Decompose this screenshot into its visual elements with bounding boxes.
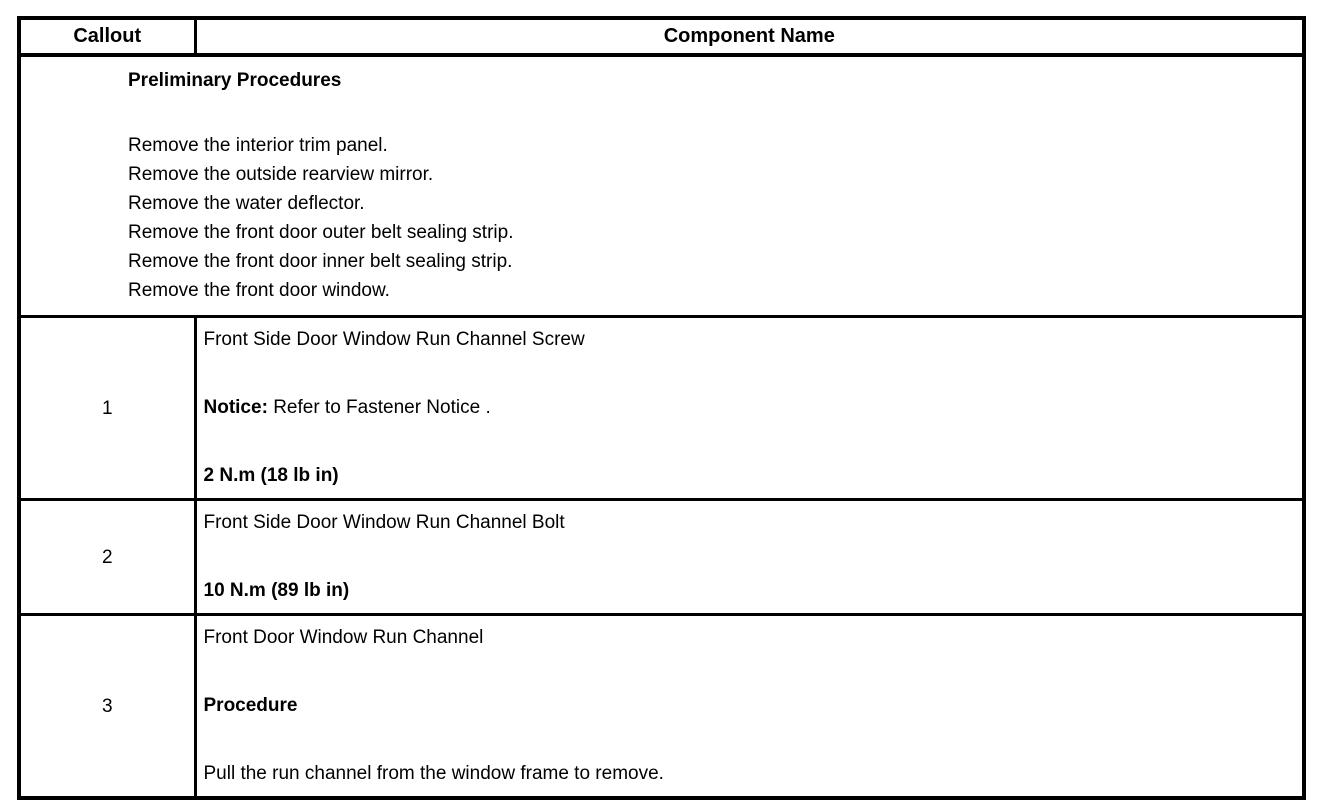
component-table: Callout Component Name Preliminary Proce…	[17, 16, 1306, 800]
preliminary-step: Remove the front door inner belt sealing…	[128, 251, 513, 272]
procedure-label: Procedure	[203, 695, 298, 716]
procedure-text: Pull the run channel from the window fra…	[203, 763, 664, 784]
callout-number-cell: 2	[17, 498, 197, 616]
component-name: Front Side Door Window Run Channel Bolt	[203, 512, 565, 533]
preliminary-procedures-title: Preliminary Procedures	[128, 70, 342, 91]
component-cell: Front Side Door Window Run Channel Screw…	[193, 315, 1306, 501]
preliminary-step: Remove the interior trim panel.	[128, 135, 388, 156]
component-cell: Front Side Door Window Run Channel Bolt …	[193, 498, 1306, 616]
table-row: 2 Front Side Door Window Run Channel Bol…	[17, 498, 1306, 616]
component-cell: Front Door Window Run Channel Procedure …	[193, 613, 1306, 800]
component-table-header: Callout Component Name	[17, 16, 1306, 57]
notice-text: Refer to Fastener Notice .	[273, 397, 491, 418]
component-name: Front Door Window Run Channel	[203, 627, 484, 648]
torque-spec: 2 N.m (18 lb in)	[203, 465, 339, 486]
callout-number-cell: 1	[17, 315, 197, 501]
header-row: Callout Component Name	[17, 16, 1306, 57]
notice-line: Notice: Refer to Fastener Notice .	[204, 393, 1293, 422]
preliminary-procedures-row: Preliminary Procedures Remove the interi…	[17, 53, 1306, 318]
notice-label: Notice:	[203, 397, 268, 418]
table-row: 3 Front Door Window Run Channel Procedur…	[17, 613, 1306, 800]
callout-column-header: Callout	[17, 16, 197, 57]
preliminary-step: Remove the outside rearview mirror.	[128, 164, 434, 185]
callout-number-cell: 3	[17, 613, 197, 800]
component-name: Front Side Door Window Run Channel Screw	[203, 329, 585, 350]
preliminary-step: Remove the front door outer belt sealing…	[128, 222, 514, 243]
table-row: 1 Front Side Door Window Run Channel Scr…	[17, 315, 1306, 501]
component-name-column-header: Component Name	[193, 16, 1306, 57]
preliminary-step: Remove the front door window.	[128, 280, 390, 301]
preliminary-step: Remove the water deflector.	[128, 193, 365, 214]
torque-spec: 10 N.m (89 lb in)	[203, 580, 350, 601]
preliminary-procedures-cell: Preliminary Procedures Remove the interi…	[17, 53, 1306, 318]
